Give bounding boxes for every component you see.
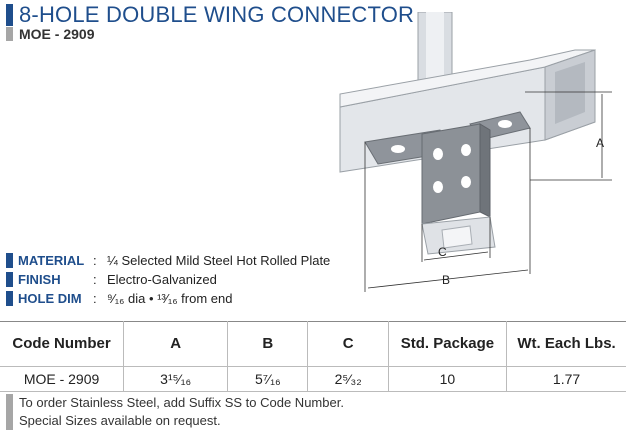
column-header: A bbox=[123, 321, 228, 367]
dimension-label-b: B bbox=[442, 273, 450, 287]
spec-colon: : bbox=[93, 253, 97, 268]
spec-row-material: MATERIAL : ¼ Selected Mild Steel Hot Rol… bbox=[6, 251, 330, 270]
subtitle-accent-bar bbox=[6, 27, 13, 41]
spec-colon: : bbox=[93, 272, 97, 287]
note-line: Special Sizes available on request. bbox=[19, 413, 221, 428]
column-header: C bbox=[307, 321, 389, 367]
table-cell: 2⁵⁄₃₂ bbox=[307, 366, 389, 392]
spec-accent-bar bbox=[6, 291, 13, 306]
table-cell: 1.77 bbox=[506, 366, 626, 392]
column-header: B bbox=[227, 321, 308, 367]
wing-hole bbox=[498, 120, 512, 128]
table-cell: 5⁷⁄₁₆ bbox=[227, 366, 308, 392]
part-number: MOE - 2909 bbox=[19, 26, 95, 42]
table-row: MOE - 2909 3¹⁵⁄₁₆ 5⁷⁄₁₆ 2⁵⁄₃₂ 10 1.77 bbox=[0, 366, 626, 392]
product-title: 8-HOLE DOUBLE WING CONNECTOR bbox=[19, 2, 415, 27]
spec-colon: : bbox=[93, 291, 97, 306]
notes: To order Stainless Steel, add Suffix SS … bbox=[6, 394, 344, 430]
column-header: Wt. Each Lbs. bbox=[506, 321, 626, 367]
spec-accent-bar bbox=[6, 272, 13, 287]
title-accent-bar bbox=[6, 4, 13, 26]
spec-value: ¼ Selected Mild Steel Hot Rolled Plate bbox=[107, 253, 331, 268]
spec-list: MATERIAL : ¼ Selected Mild Steel Hot Rol… bbox=[6, 251, 330, 308]
subtitle-row: MOE - 2909 bbox=[6, 26, 94, 42]
column-header: Std. Package bbox=[387, 321, 507, 367]
title-row: 8-HOLE DOUBLE WING CONNECTOR bbox=[6, 2, 414, 28]
dimension-label-a: A bbox=[596, 136, 604, 150]
table-cell: 3¹⁵⁄₁₆ bbox=[123, 366, 228, 392]
spec-label: MATERIAL bbox=[18, 253, 85, 268]
table-cell: 10 bbox=[387, 366, 507, 392]
spec-row-hole-dim: HOLE DIM : ⁹⁄₁₆ dia • ¹³⁄₁₆ from end bbox=[6, 289, 330, 308]
spec-row-finish: FINISH : Electro-Galvanized bbox=[6, 270, 330, 289]
notes-accent-bar bbox=[6, 394, 13, 430]
table-cell: MOE - 2909 bbox=[0, 366, 124, 392]
spec-value: ⁹⁄₁₆ dia • ¹³⁄₁₆ from end bbox=[107, 291, 233, 306]
spec-accent-bar bbox=[6, 253, 13, 268]
spec-label: HOLE DIM bbox=[18, 291, 82, 306]
spec-label: FINISH bbox=[18, 272, 61, 287]
spec-value: Electro-Galvanized bbox=[107, 272, 217, 287]
dimension-label-c: C bbox=[438, 245, 447, 259]
connector-illustration: A C B bbox=[339, 12, 612, 292]
table-header-row: Code Number A B C Std. Package Wt. Each … bbox=[0, 321, 626, 367]
product-table: Code Number A B C Std. Package Wt. Each … bbox=[0, 321, 626, 392]
note-line: To order Stainless Steel, add Suffix SS … bbox=[19, 395, 344, 410]
column-header: Code Number bbox=[12, 335, 111, 352]
wing-hole bbox=[391, 145, 405, 153]
